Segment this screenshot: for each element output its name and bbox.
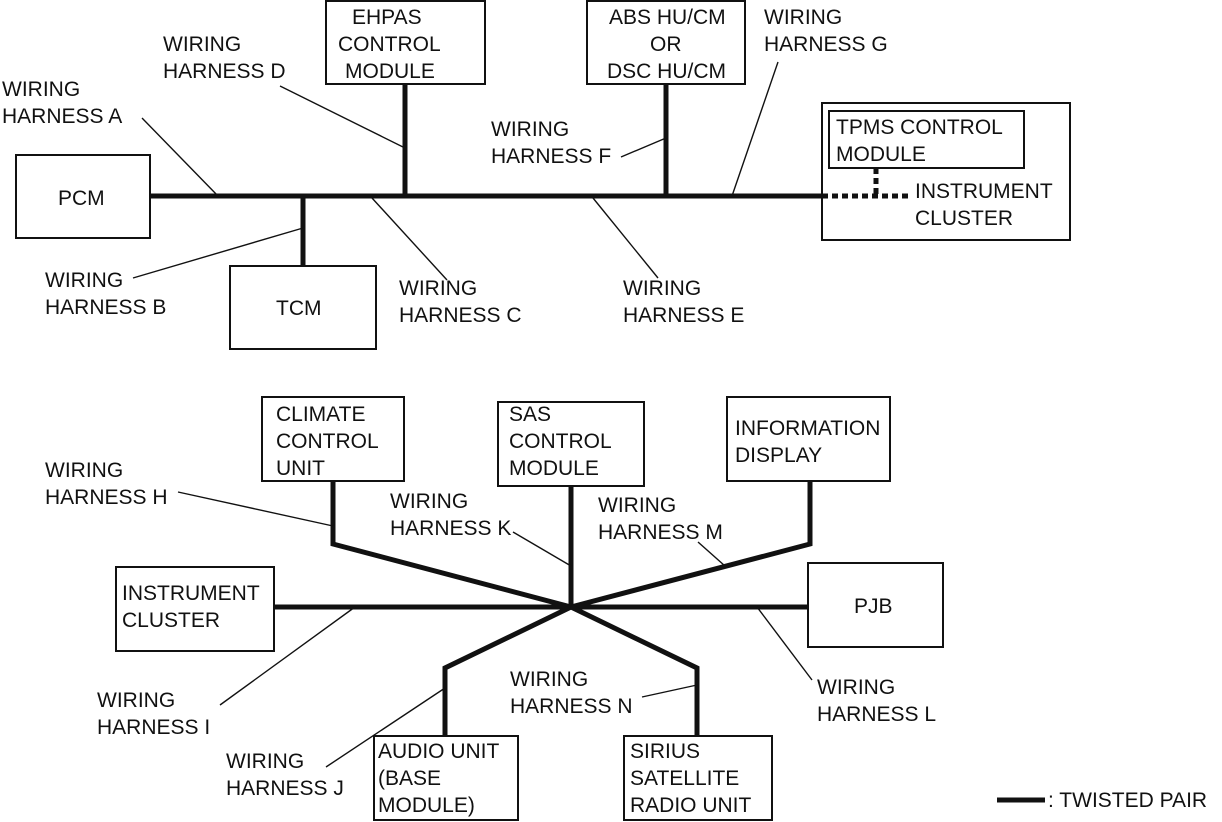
audio-box xyxy=(373,735,519,821)
tpms-label: TPMS CONTROL MODULE xyxy=(836,116,1008,166)
instrument-cluster-top-label: INSTRUMENT CLUSTER xyxy=(915,180,1058,230)
abs-box xyxy=(586,0,746,85)
leader-harness-a xyxy=(141,117,219,197)
ehpas-box xyxy=(325,0,486,85)
harness-m-label: WIRING HARNESS M xyxy=(598,494,723,544)
climate-box xyxy=(261,396,405,482)
harness-h-label: WIRING HARNESS H xyxy=(45,459,168,509)
leader-harness-h xyxy=(177,491,334,527)
sirius-label: SIRIUS SATELLITE RADIO UNIT xyxy=(630,740,752,817)
instrument-cluster-bottom-label: INSTRUMENT CLUSTER xyxy=(122,582,265,632)
abs-label: ABS HU/CM OR DSC HU/CM xyxy=(607,6,732,83)
pcm-label: PCM xyxy=(58,187,105,210)
harness-n-label: WIRING HARNESS N xyxy=(510,668,633,718)
info-display-label: INFORMATION DISPLAY xyxy=(735,417,886,467)
leader-harness-b xyxy=(132,227,304,279)
harness-f-label: WIRING HARNESS F xyxy=(491,118,611,168)
leader-harness-d xyxy=(279,85,406,149)
harness-a-label: WIRING HARNESS A xyxy=(2,78,122,128)
tcm-box xyxy=(229,265,377,350)
ehpas-label: EHPAS CONTROL MODULE xyxy=(338,6,446,83)
legend-twisted-pair-label: : TWISTED PAIR xyxy=(1048,789,1207,812)
leader-harness-g xyxy=(731,61,779,197)
harness-g-label: WIRING HARNESS G xyxy=(764,6,888,56)
harness-l-label: WIRING HARNESS L xyxy=(817,676,936,726)
harness-k-label: WIRING HARNESS K xyxy=(390,490,511,540)
leader-harness-k xyxy=(512,531,572,567)
pjb-box xyxy=(807,562,944,648)
leader-harness-m xyxy=(697,541,726,567)
leader-harness-n xyxy=(641,684,698,698)
harness-j-label: WIRING HARNESS J xyxy=(226,750,344,800)
leader-harness-j xyxy=(325,687,446,768)
harness-b-label: WIRING HARNESS B xyxy=(45,269,166,319)
leader-harness-e xyxy=(592,197,659,279)
instrument-cluster-bottom-box xyxy=(115,566,275,652)
audio-label: AUDIO UNIT (BASE MODULE) xyxy=(378,740,505,817)
leader-harness-l xyxy=(756,606,813,681)
info-display-bus xyxy=(570,481,813,610)
harness-e-label: WIRING HARNESS E xyxy=(623,277,744,327)
tpms-box xyxy=(828,110,1025,169)
leader-harness-c xyxy=(371,197,448,281)
sirius-box xyxy=(623,735,773,821)
leader-harness-f xyxy=(620,137,667,158)
climate-bus xyxy=(330,481,572,610)
sas-box xyxy=(497,401,645,487)
harness-i-label: WIRING HARNESS I xyxy=(97,689,210,739)
climate-label: CLIMATE CONTROL UNIT xyxy=(276,403,384,480)
leader-harness-i xyxy=(219,606,356,706)
audio-bus xyxy=(442,604,573,736)
harness-c-label: WIRING HARNESS C xyxy=(399,277,522,327)
tcm-label: TCM xyxy=(276,297,322,320)
sas-label: SAS CONTROL MODULE xyxy=(509,403,617,480)
harness-d-label: WIRING HARNESS D xyxy=(163,33,286,83)
sirius-bus xyxy=(569,604,700,736)
info-display-box xyxy=(726,396,891,482)
pjb-label: PJB xyxy=(854,595,893,618)
pcm-box xyxy=(15,154,151,239)
